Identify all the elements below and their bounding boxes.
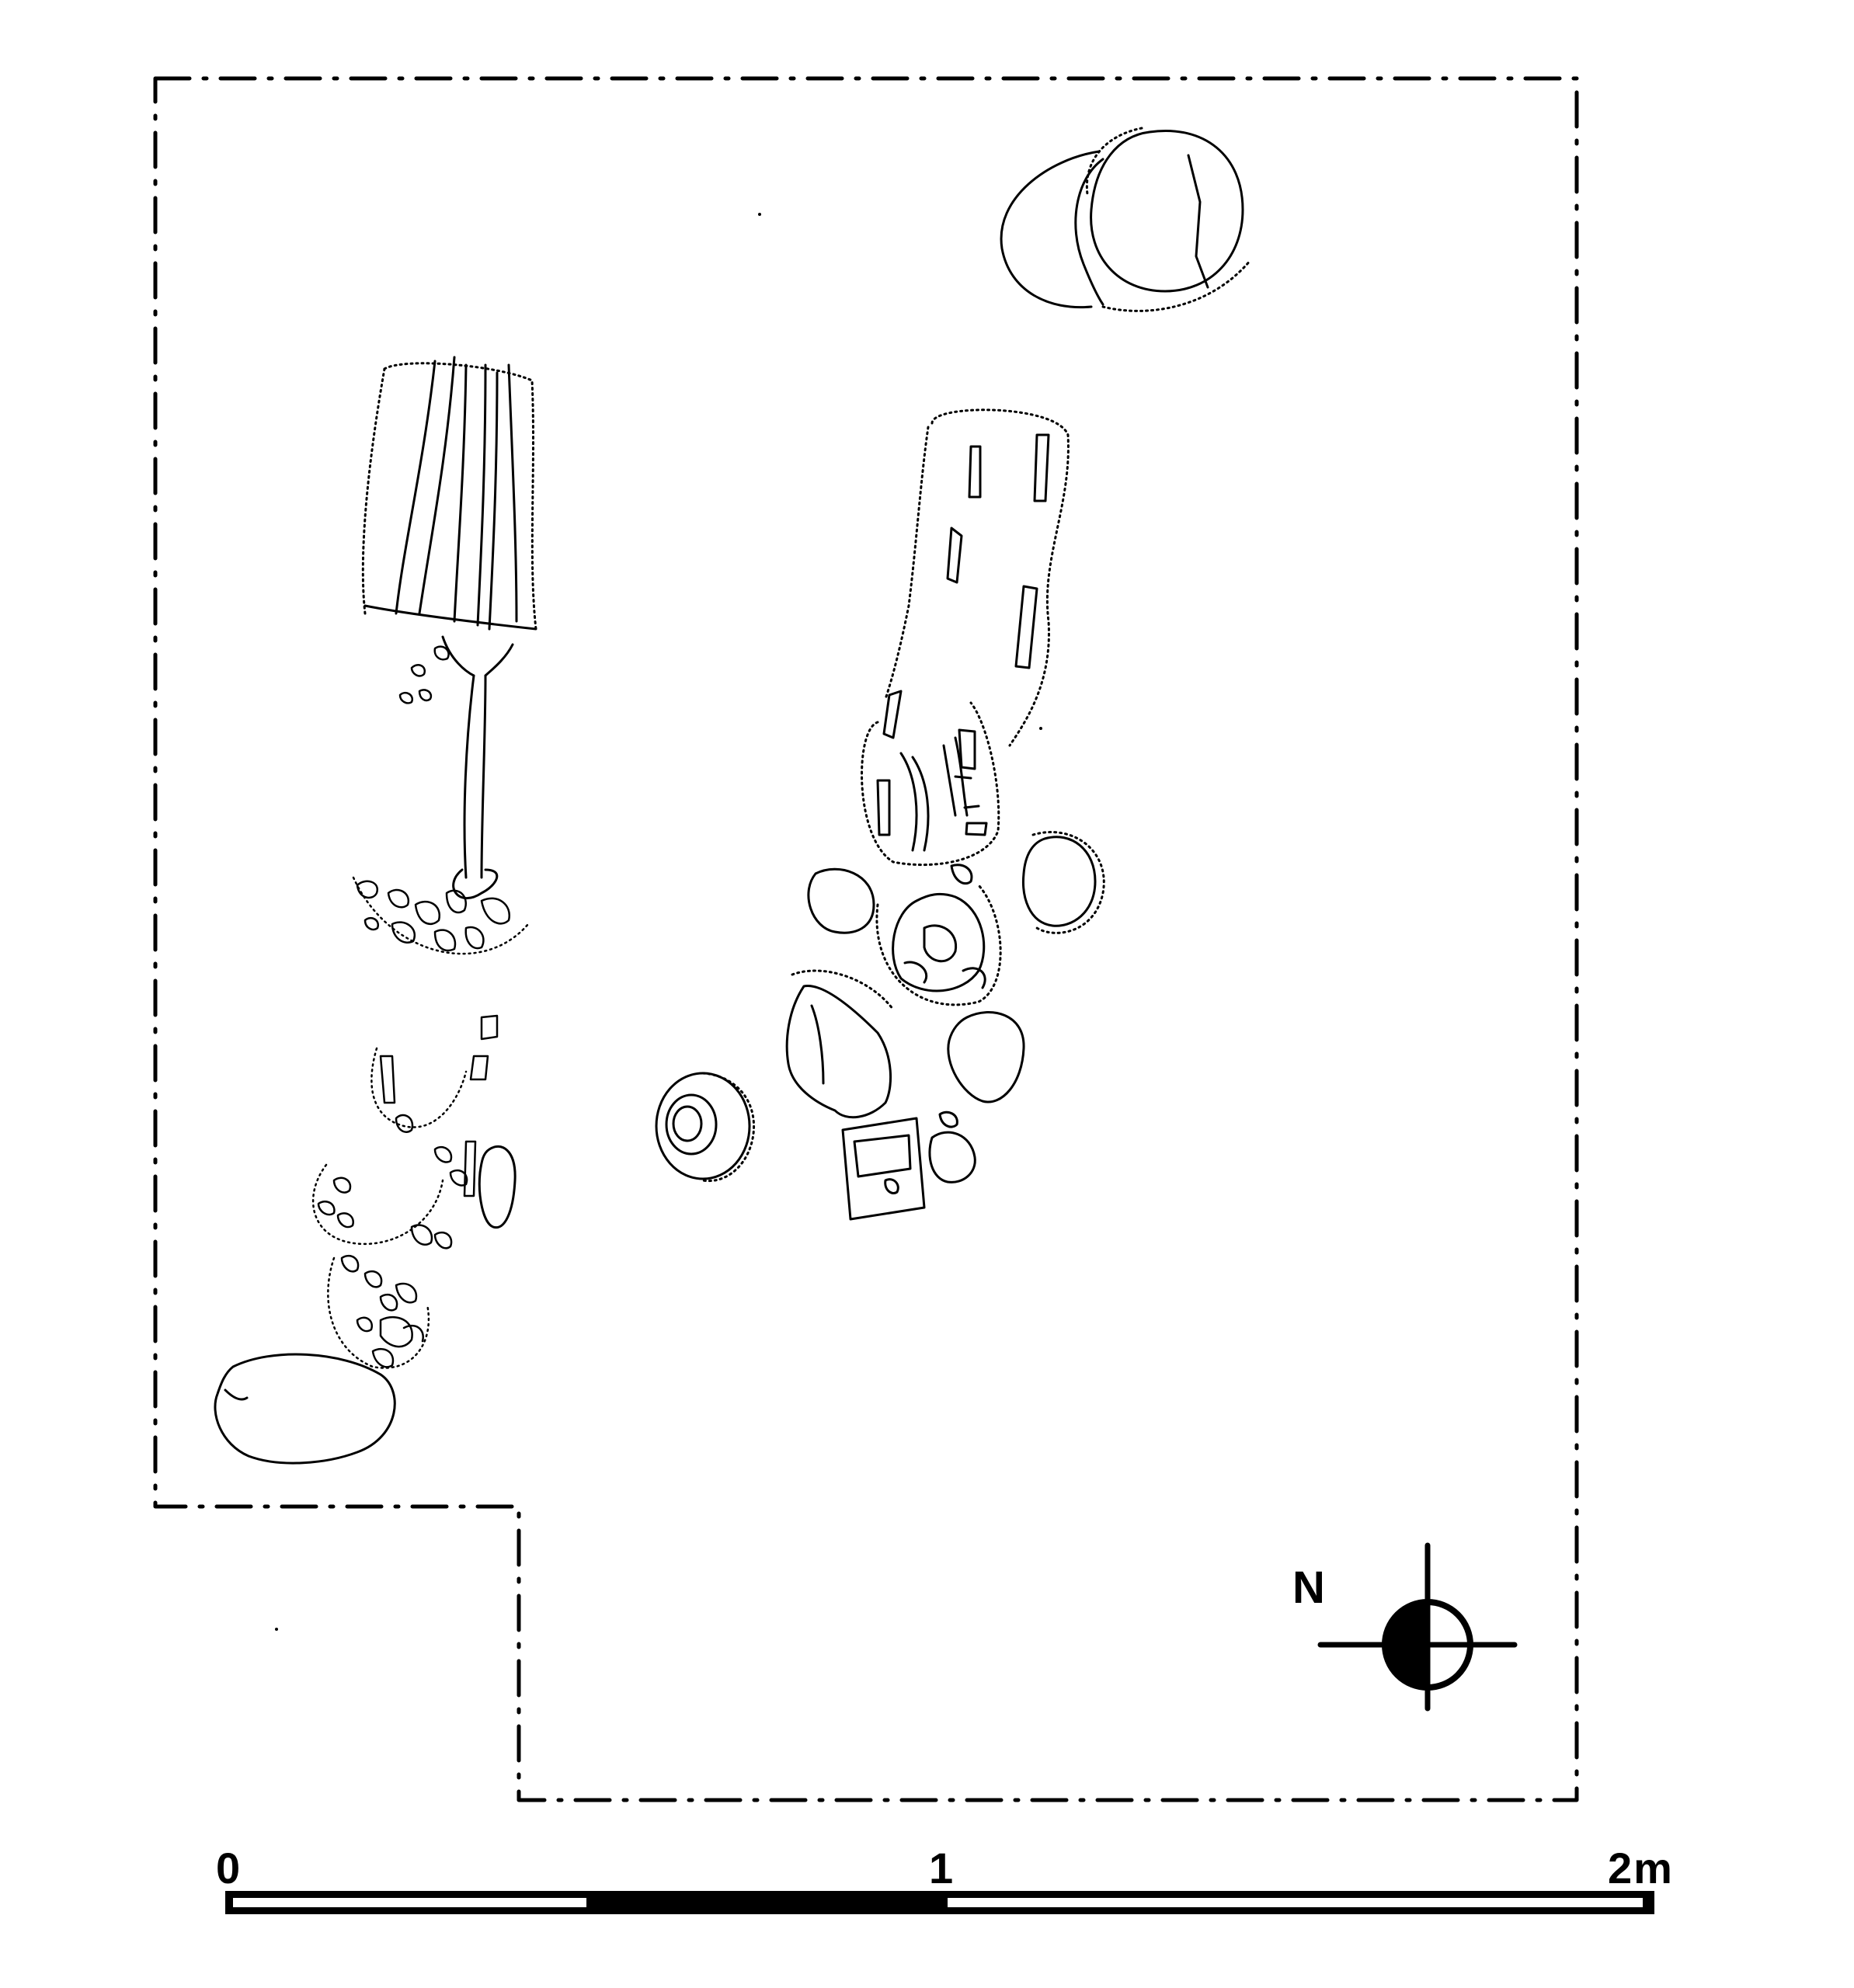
long-bones-left — [361, 356, 537, 899]
stray-mark — [275, 1628, 278, 1631]
pelvis-fragments — [875, 864, 1002, 1006]
scale-tick-label: 1 — [929, 1844, 955, 1892]
pottery-vessel-pair — [1000, 127, 1252, 312]
bone-fragment-cluster-lower — [311, 1014, 499, 1369]
scale-tick-label: 2m — [1608, 1844, 1674, 1892]
stray-mark — [758, 213, 761, 216]
stone-slab — [785, 969, 895, 1119]
pottery-bowl-right-1 — [1021, 831, 1105, 934]
box-object — [841, 1117, 926, 1221]
disc-object — [478, 1145, 517, 1229]
stone-fragments-small — [928, 1110, 976, 1183]
small-vessel — [655, 1072, 756, 1183]
pottery-oval-bottom-left — [214, 1353, 396, 1465]
scale-bar — [225, 1891, 1654, 1914]
foot-bone-fragments — [352, 645, 530, 955]
trench-boundary — [153, 76, 1579, 1802]
rib-fragments — [861, 690, 1000, 867]
scale-tick-label: 0 — [216, 1844, 242, 1892]
north-arrow-icon — [1317, 1542, 1518, 1712]
long-bones-right — [884, 408, 1070, 747]
north-label: N — [1292, 1562, 1325, 1613]
scale-bar-segment-white-1 — [233, 1898, 586, 1907]
stone-fragment-round — [807, 867, 875, 934]
scale-bar-segment-white-2 — [948, 1898, 1643, 1907]
pottery-bowl-right-2 — [947, 1011, 1025, 1103]
stray-mark — [1039, 727, 1042, 730]
